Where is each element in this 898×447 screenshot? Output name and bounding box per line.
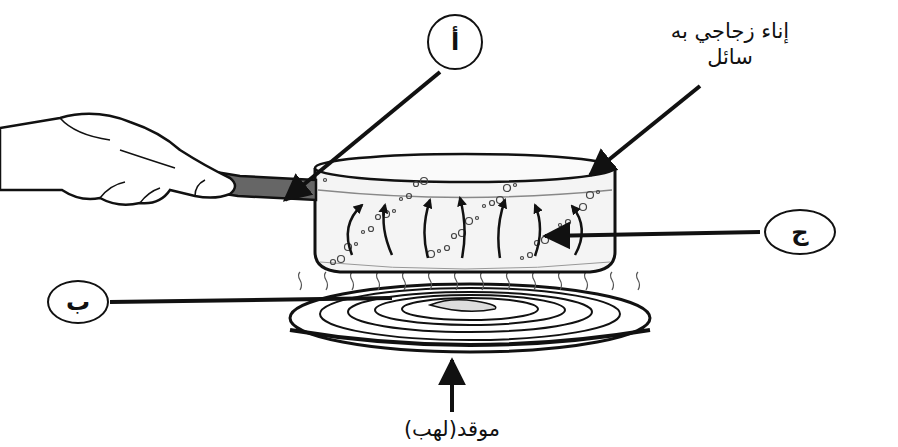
vessel-label: إناء زجاجي به سائل	[653, 18, 807, 71]
burner	[290, 284, 650, 352]
heat-marks	[299, 272, 640, 290]
glass-pan	[315, 154, 615, 272]
leader-arrows	[285, 72, 760, 412]
callout-letter: ب	[66, 290, 90, 314]
leader-line	[110, 298, 392, 302]
callout-letter: أ	[451, 30, 459, 54]
callout-letter: ج	[791, 220, 808, 244]
hand	[0, 114, 235, 205]
callout-circle: أ	[427, 14, 483, 70]
callout-circle: ج	[764, 209, 836, 255]
burner-label: موقد(لهب)	[402, 416, 502, 442]
bubbles	[324, 178, 600, 265]
callout-circle: ب	[47, 280, 109, 324]
convection-arrows	[348, 198, 582, 258]
